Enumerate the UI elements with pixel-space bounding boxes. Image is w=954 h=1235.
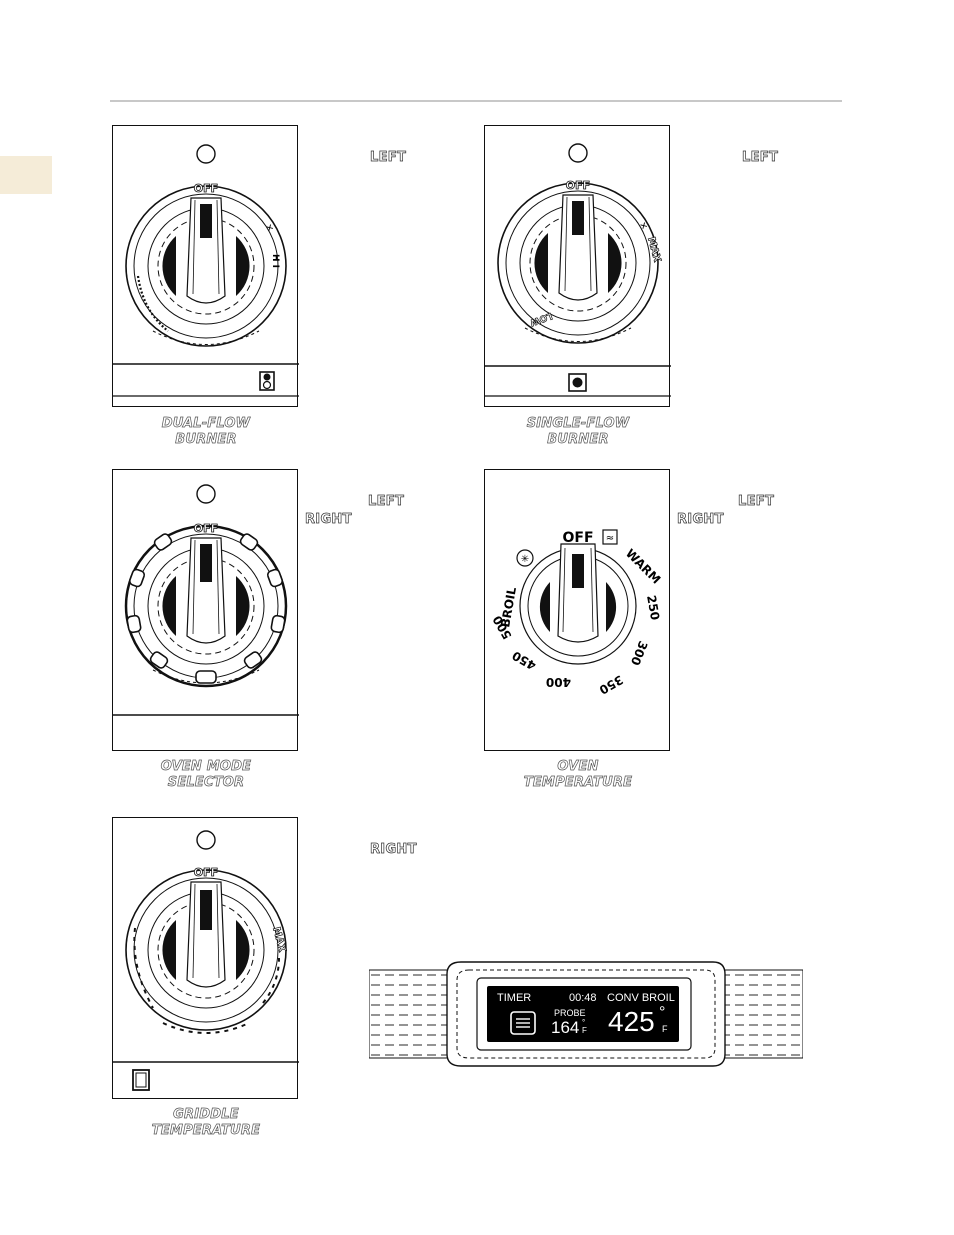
- display-timer-label: TIMER: [497, 992, 532, 1004]
- oven-temp-warm-label: WARM: [623, 546, 663, 586]
- oven-display-illustration: TIMER 00:48 CONV BROIL PROBE 164 ° F 425…: [368, 960, 804, 1068]
- single-flow-max-label: MAX: [645, 236, 662, 264]
- oven-temp-direction-right: RIGHT: [677, 512, 724, 528]
- single-flow-knob-icon[interactable]: OFF ✕ MAX LOW: [485, 126, 671, 408]
- dual-flow-off-label: OFF: [194, 182, 218, 195]
- oven-temp-direction-left: LEFT: [738, 494, 775, 510]
- single-flow-direction-left: LEFT: [742, 150, 779, 166]
- display-probe-label: PROBE: [554, 1008, 586, 1018]
- display-timer-value: 00:48: [569, 992, 597, 1004]
- display-probe-value: 164: [551, 1018, 580, 1037]
- dual-flow-knob-icon[interactable]: ✕ H I OFF: [113, 126, 299, 408]
- single-flow-off-label: OFF: [566, 179, 590, 192]
- oven-temp-300-label: 300: [628, 639, 650, 667]
- svg-text:≈: ≈: [606, 533, 614, 544]
- oven-mode-knob-icon[interactable]: OFF: [113, 470, 299, 752]
- oven-mode-direction-left: LEFT: [368, 494, 405, 510]
- single-flow-knob-panel: OFF ✕ MAX LOW: [484, 125, 671, 408]
- svg-text:✳: ✳: [521, 554, 529, 565]
- oven-temp-broil-label: BROIL: [498, 586, 519, 629]
- griddle-knob-panel: OFF MAX: [112, 817, 299, 1100]
- griddle-knob-icon[interactable]: OFF MAX: [113, 818, 299, 1100]
- oven-mode-off-label: OFF: [194, 522, 218, 535]
- oven-mode-knob-panel: OFF: [112, 469, 299, 752]
- oven-temp-250-label: 250: [644, 594, 662, 621]
- svg-text:✕: ✕: [636, 221, 648, 233]
- display-mode-label: CONV BROIL: [607, 992, 675, 1004]
- display-oven-value: 425: [608, 1006, 655, 1037]
- dual-flow-direction-left: LEFT: [370, 150, 407, 166]
- oven-temp-knob-panel: OFF ≈ ✳ WARM 250 300 350 400 450 500 BRO…: [484, 469, 670, 751]
- section-tab: [0, 156, 52, 194]
- oven-temp-450-label: 450: [510, 648, 539, 673]
- header-rule: [110, 100, 842, 102]
- svg-text:✕: ✕: [262, 223, 274, 235]
- oven-temp-off-label: OFF: [562, 530, 593, 546]
- oven-temp-knob-icon[interactable]: OFF ≈ ✳ WARM 250 300 350 400 450 500 BRO…: [485, 470, 671, 752]
- griddle-off-label: OFF: [194, 866, 218, 879]
- dual-flow-knob-panel: ✕ H I OFF: [112, 125, 299, 408]
- griddle-direction-right: RIGHT: [370, 842, 417, 858]
- oven-mode-direction-right: RIGHT: [305, 512, 352, 528]
- display-oven-unit: F: [662, 1024, 668, 1034]
- svg-text:H I: H I: [270, 254, 280, 268]
- oven-temp-350-label: 350: [597, 672, 626, 697]
- single-flow-low-label: LOW: [528, 310, 553, 327]
- griddle-max-label: MAX: [270, 926, 287, 954]
- display-probe-unit: F: [582, 1026, 587, 1035]
- display-oven-degree: °: [659, 1004, 666, 1021]
- oven-temp-400-label: 400: [546, 675, 571, 689]
- display-probe-degree: °: [582, 1018, 586, 1027]
